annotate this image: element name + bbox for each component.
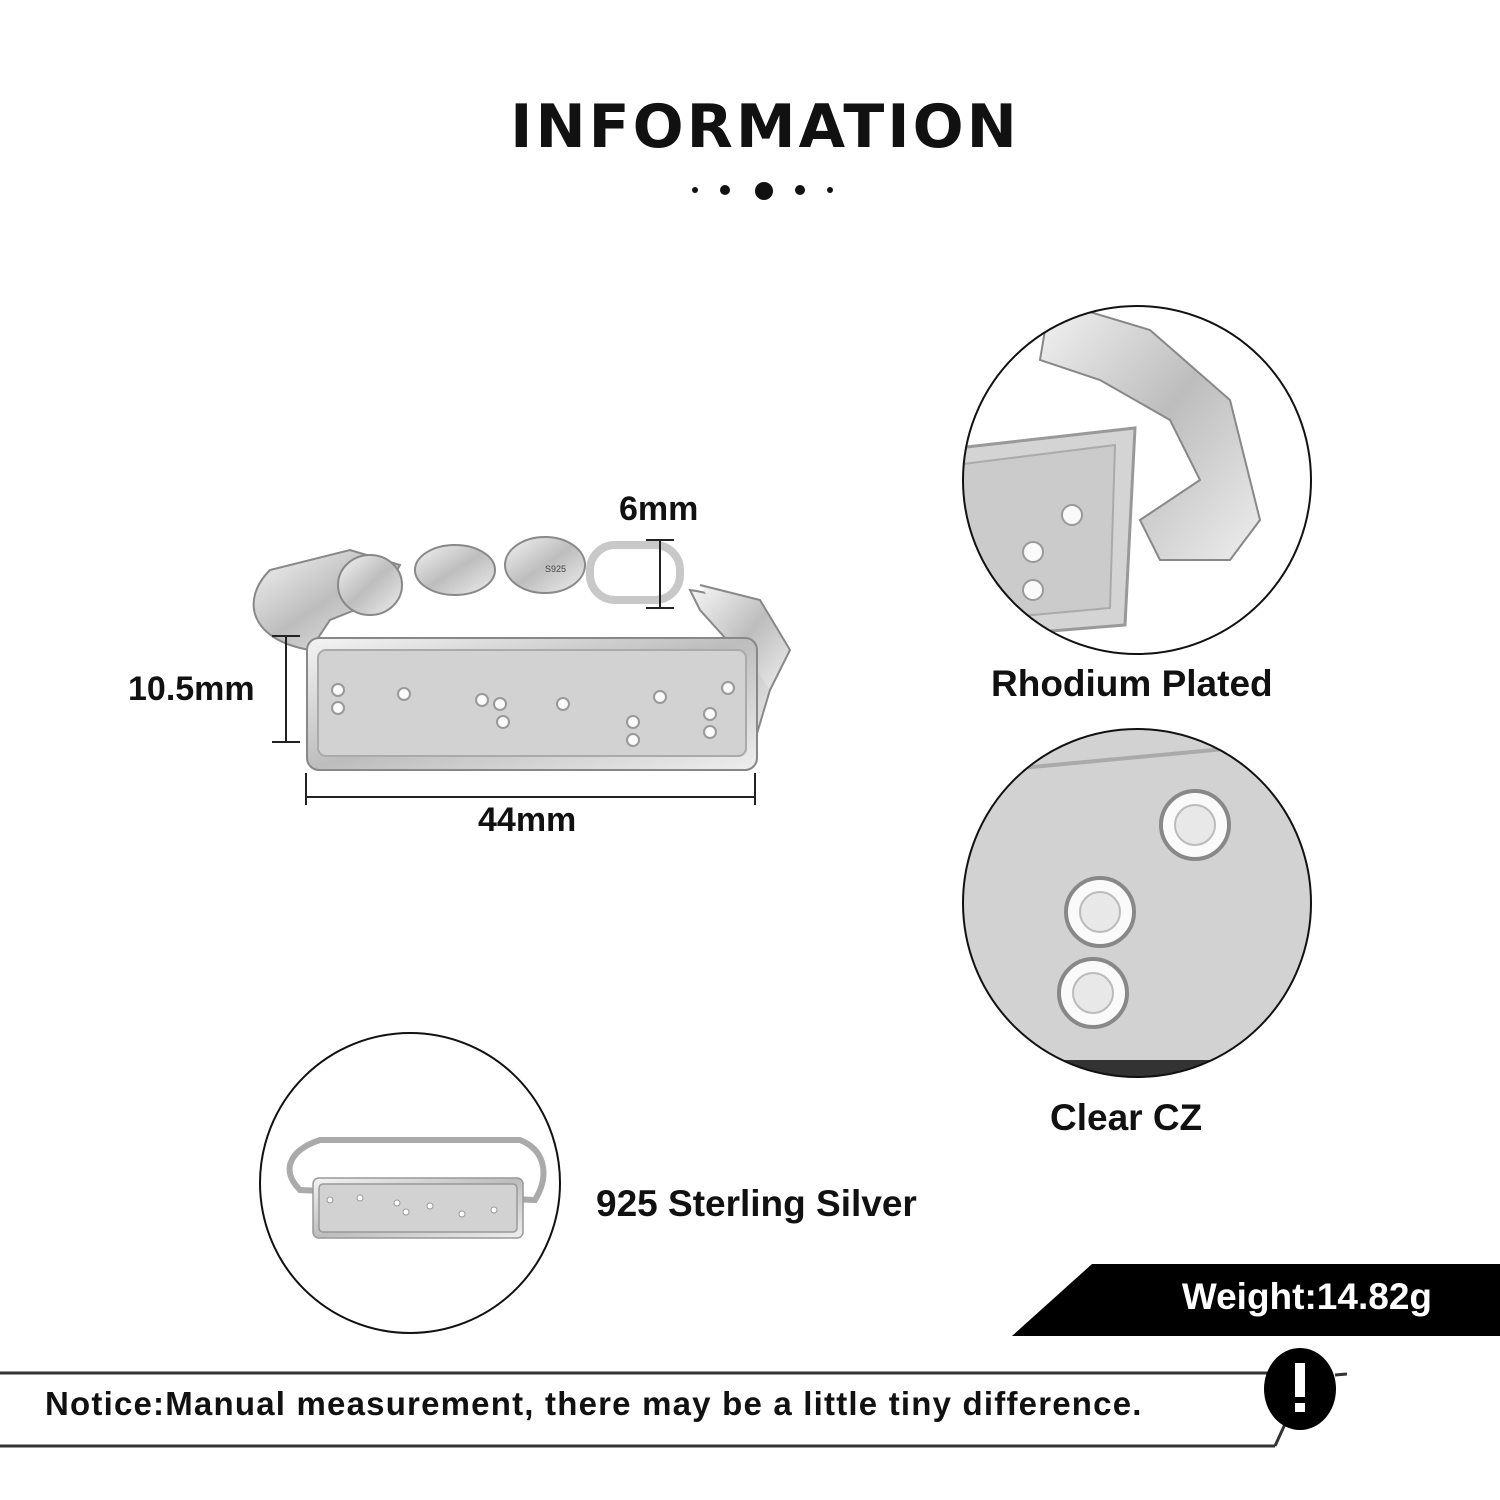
title-dots-divider — [692, 182, 833, 200]
feature-rhodium-plated: Rhodium Plated — [991, 663, 1273, 704]
rhodium-detail-circle — [962, 305, 1312, 655]
sterling-silver-circle — [259, 1032, 561, 1334]
plate-length-label: 44mm — [478, 801, 577, 839]
clasp-width-label: 6mm — [619, 490, 699, 528]
page-title: INFORMATION — [510, 92, 1020, 162]
cz-stones — [331, 681, 735, 747]
dimension-lines — [272, 539, 756, 805]
stamp-text: S925 — [545, 564, 566, 574]
cz-detail-circle — [962, 728, 1312, 1078]
notice-text: Notice:Manual measurement, there may be … — [45, 1385, 1143, 1422]
feature-sterling-silver: 925 Sterling Silver — [596, 1183, 917, 1224]
exclamation-icon — [1264, 1348, 1336, 1430]
plate-height-label: 10.5mm — [128, 670, 255, 708]
weight-banner — [1012, 1264, 1500, 1336]
bracelet-main-image — [252, 536, 792, 771]
weight-label: Weight:14.82g — [1181, 1276, 1432, 1317]
feature-clear-cz: Clear CZ — [1050, 1097, 1203, 1138]
